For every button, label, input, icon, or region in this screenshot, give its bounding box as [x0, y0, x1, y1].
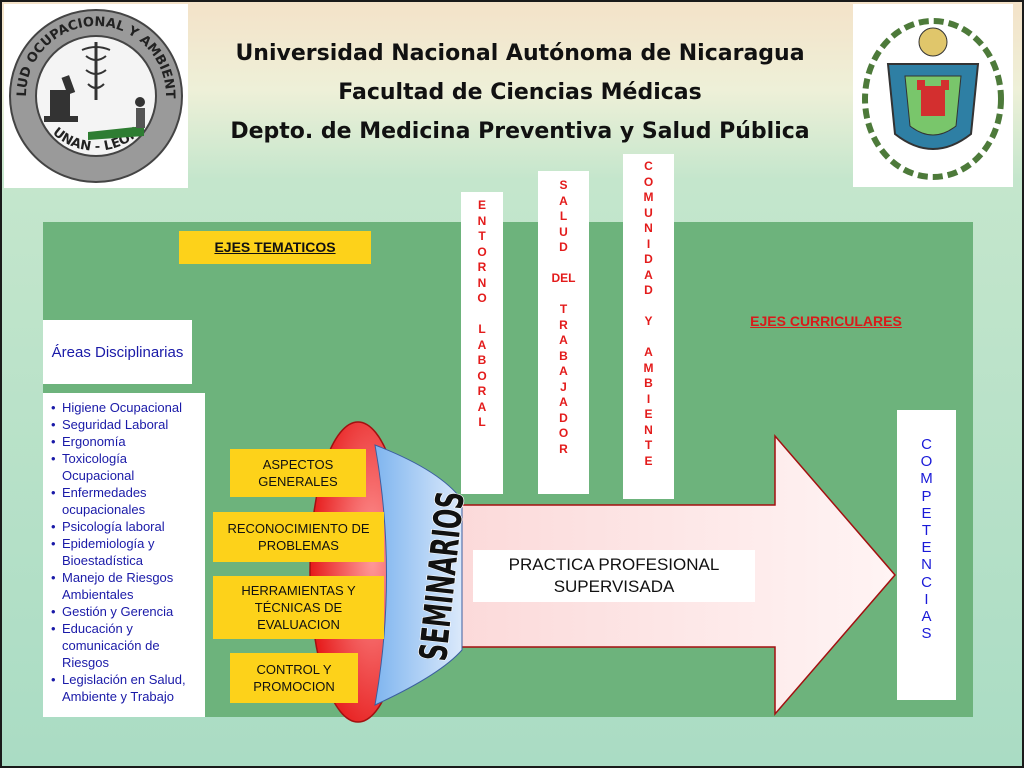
- list-item: Gestión y Gerencia: [51, 603, 197, 620]
- list-item: Epidemiología y Bioestadística: [51, 535, 197, 569]
- seminarios-band: [374, 444, 463, 706]
- list-item: Psicología laboral: [51, 518, 197, 535]
- list-item: Legislación en Salud, Ambiente y Trabajo: [51, 671, 197, 705]
- ejes-curriculares-label: EJES CURRICULARES: [750, 313, 902, 329]
- unan-crest-logo: [853, 4, 1013, 187]
- areas-disciplinarias-title: Áreas Disciplinarias: [43, 320, 192, 384]
- areas-list-box: Higiene OcupacionalSeguridad LaboralErgo…: [43, 393, 205, 717]
- entorno-laboral-label: E N T O R N O L A B O R A L: [461, 192, 503, 494]
- control-promocion-box: CONTROL Y PROMOCION: [230, 653, 358, 703]
- competencias-label: C O M P E T E N C I A S: [897, 410, 956, 700]
- areas-list: Higiene OcupacionalSeguridad LaboralErgo…: [51, 399, 197, 705]
- list-item: Higiene Ocupacional: [51, 399, 197, 416]
- practica-profesional-box: PRACTICA PROFESIONAL SUPERVISADA: [473, 550, 755, 602]
- header-department: Depto. de Medicina Preventiva y Salud Pú…: [230, 119, 810, 144]
- list-item: Manejo de Riesgos Ambientales: [51, 569, 197, 603]
- list-item: Seguridad Laboral: [51, 416, 197, 433]
- ejes-tematicos-label: EJES TEMATICOS: [179, 231, 371, 264]
- herramientas-tecnicas-box: HERRAMIENTAS Y TÉCNICAS DE EVALUACION: [213, 576, 384, 639]
- list-item: Enfermedades ocupacionales: [51, 484, 197, 518]
- list-item: Educación y comunicación de Riesgos: [51, 620, 197, 671]
- header-university: Universidad Nacional Autónoma de Nicarag…: [235, 41, 805, 66]
- list-item: Toxicología Ocupacional: [51, 450, 197, 484]
- reconocimiento-problemas-box: RECONOCIMIENTO DE PROBLEMAS: [213, 512, 384, 562]
- salud-del-trabajador-label: S A L U D DEL T R A B A J A D O R: [538, 171, 589, 494]
- header-faculty: Facultad de Ciencias Médicas: [338, 80, 702, 105]
- university-crest-icon: [862, 18, 1004, 180]
- comunidad-y-ambiente-label: C O M U N I D A D Y A M B I E N T E: [623, 154, 674, 499]
- list-item: Ergonomía: [51, 433, 197, 450]
- aspectos-generales-box: ASPECTOS GENERALES: [230, 449, 366, 497]
